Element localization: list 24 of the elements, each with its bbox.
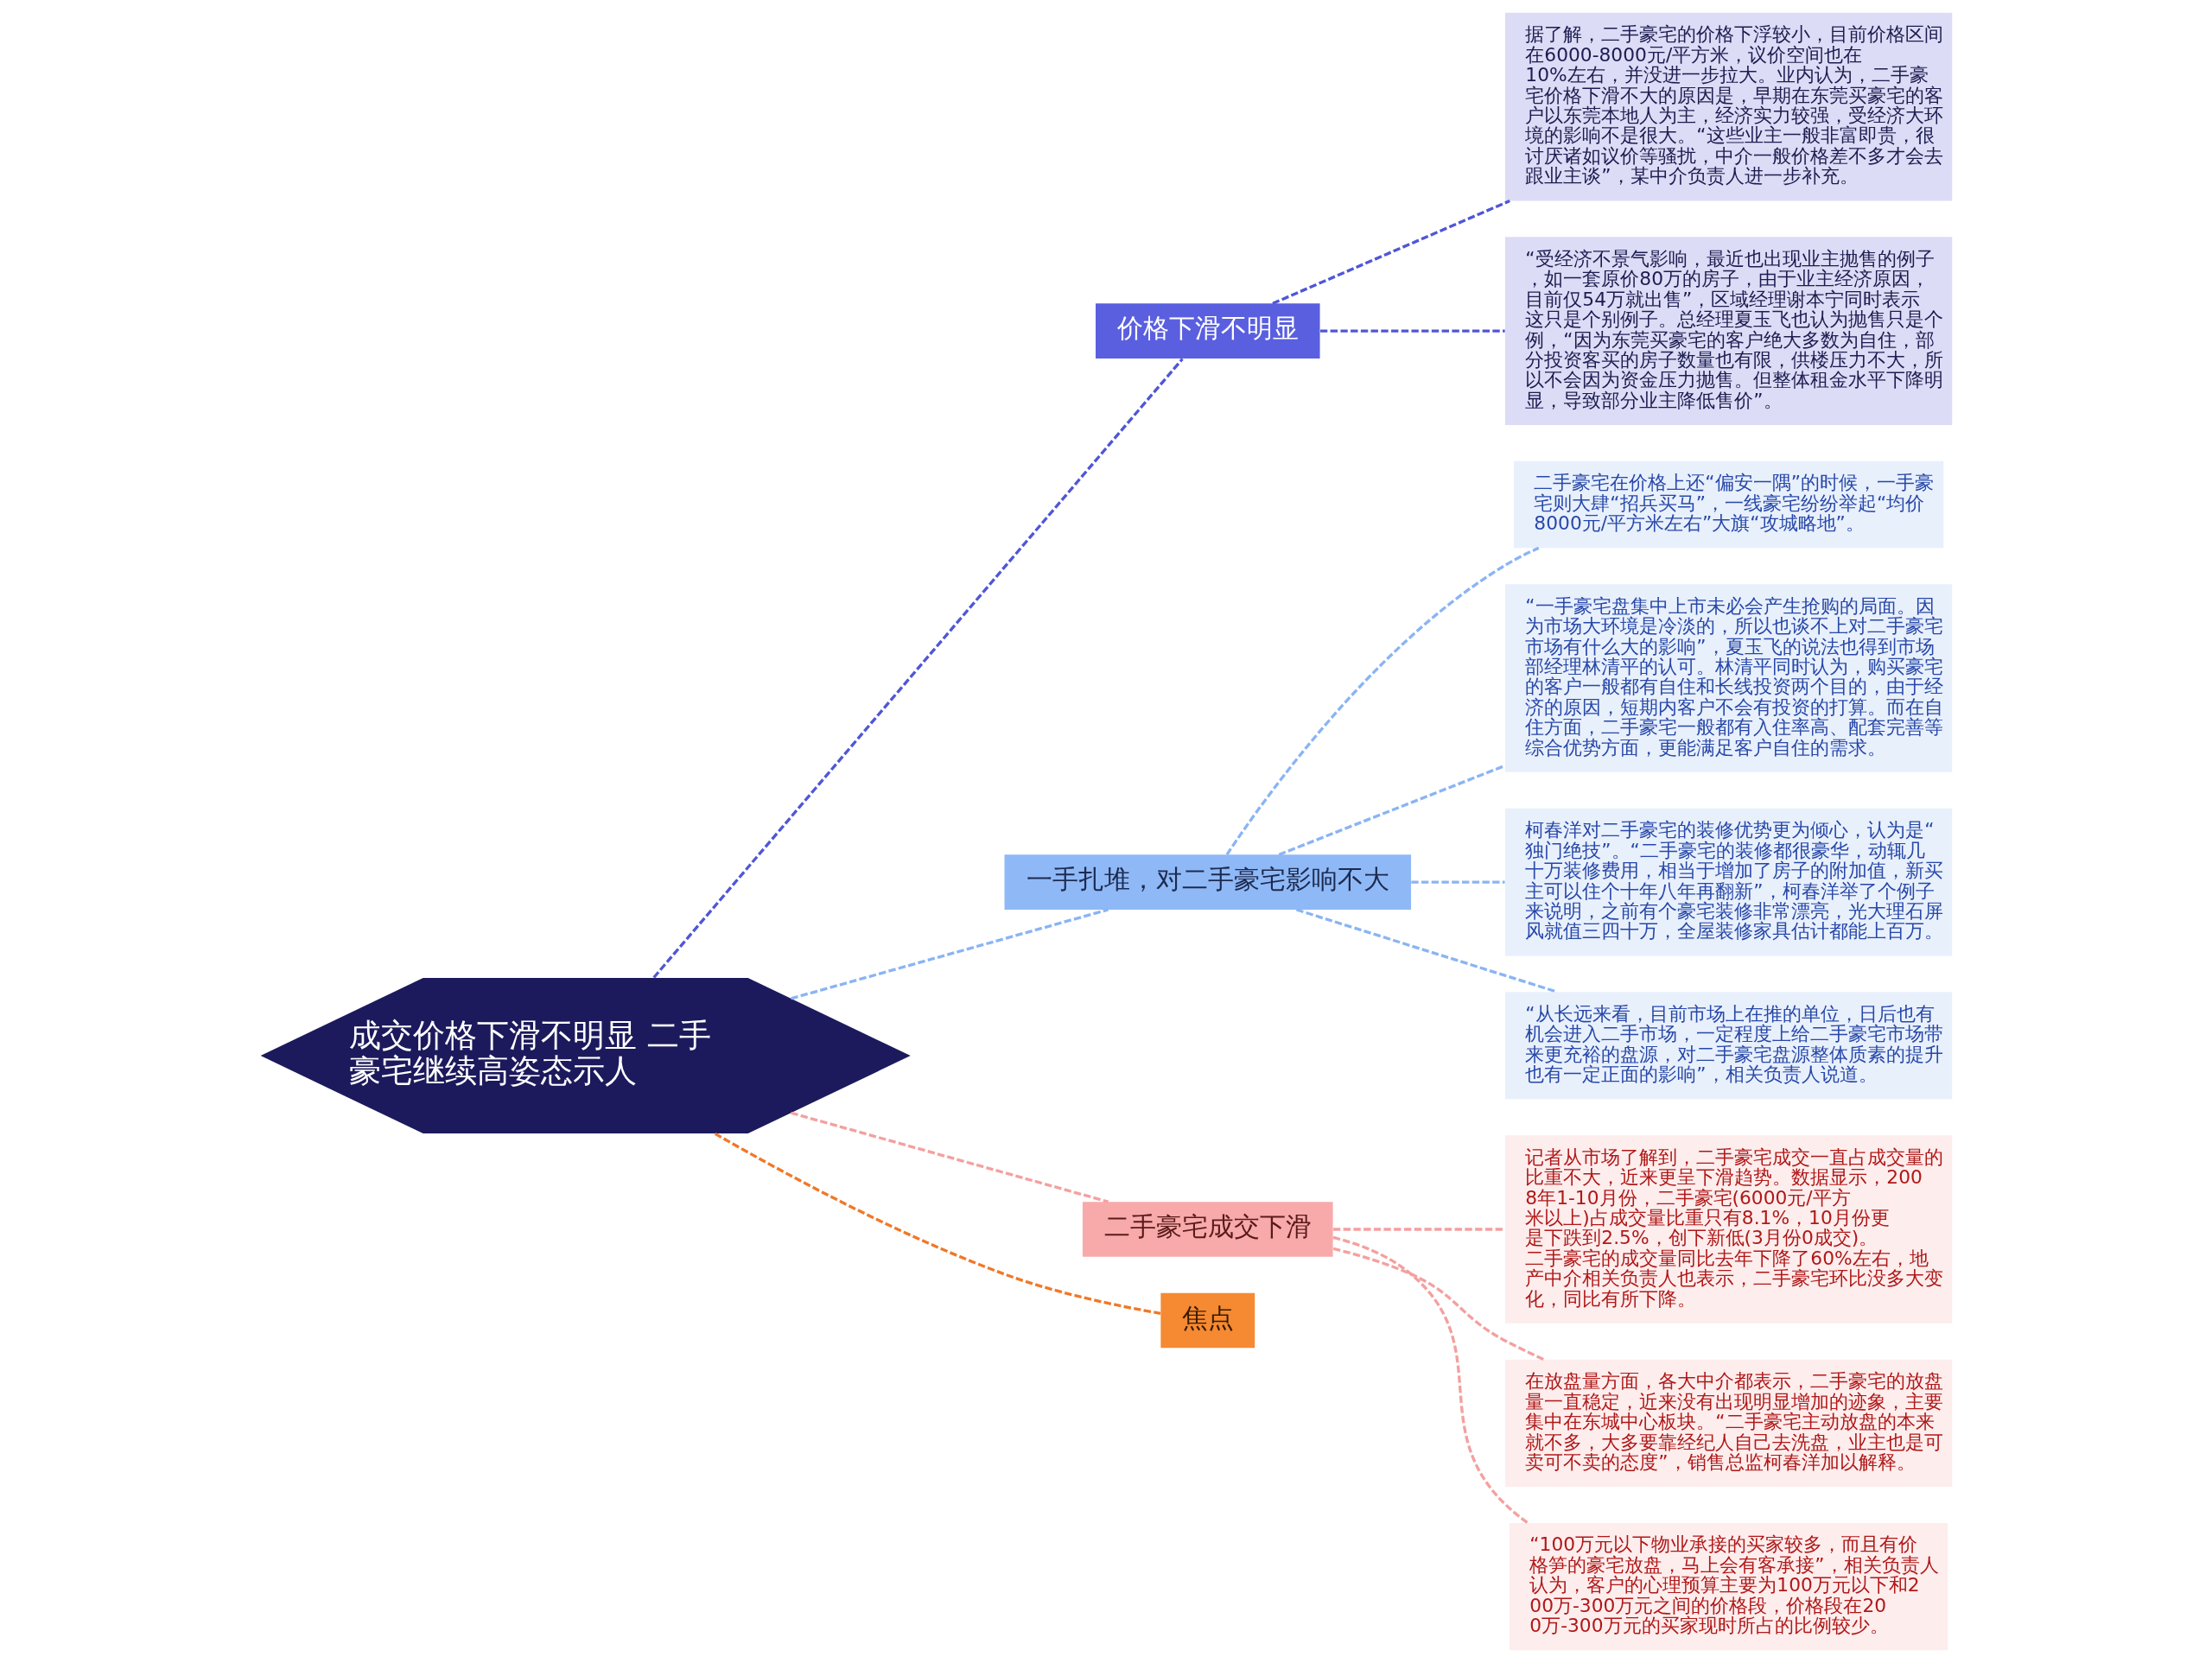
node-box: “受经济不景气影响，最近也出现业主抛售的例子，如一套原价80万的房子，由于业主经济原因，目前仅54万就出售”，区域经理谢本宁同时表示这只是个别例子。总经理夏玉飞也认为抛售只是个例，“因为东莞买豪宅的客户绝大多数为自住，部分投资客买的房子数量也有限，供楼压力不大，所以不会因为资金压力抛售。但整体租金水平下降明显，导致部分业主降低售价”。 <box>1504 237 1952 425</box>
connector <box>1319 329 1505 333</box>
node-box: “从长远来看，目前市场上在推的单位，日后也有机会进入二手市场，一定程度上给二手豪宅市场带来更充裕的盘源，对二手豪宅盘源整体质素的提升也有一定正面的影响”，相关负责人说道。 <box>1504 992 1952 1100</box>
connector <box>714 1132 1160 1315</box>
node-box: 在放盘量方面，各大中介都表示，二手豪宅的放盘量一直稳定，近来没有出现明显增加的迹象，主要集中在东城中心板块。“二手豪宅主动放盘的本来就不多，大多要靠经纪人自己去洗盘，业主也是可卖可不卖的态度”，销售总监柯春洋加以解释。 <box>1504 1359 1952 1488</box>
node-box: 据了解，二手豪宅的价格下浮较小，目前价格区间在6000-8000元/平方米，议价空间也在10%左右，并没进一步拉大。业内认为，二手豪宅价格下滑不大的原因是，早期在东莞买豪宅的客户以东莞本地人为主，经济实力较强，受经济大环境的影响不是很大。“这些业主一般非富即贵，很讨厌诸如议价等骚扰，中介一般价格差不多才会去跟业主谈”，某中介负责人进一步补充。 <box>1504 12 1952 201</box>
node-box: 二手豪宅成交下滑 <box>1082 1202 1333 1257</box>
connector <box>790 908 1109 1000</box>
connector <box>1332 1228 1505 1231</box>
node-box: “100万元以下物业承接的买家较多，而且有价格笋的豪宅放盘，马上会有客承接”，相关负责人认为，客户的心理预算主要为100万元以下和200万-300万元之间的价格段，价格段在200万-300万元的买家现时所占的比例较少。 <box>1509 1522 1948 1651</box>
connector <box>1271 200 1510 305</box>
connector <box>790 1111 1109 1203</box>
connector <box>1278 764 1505 856</box>
node-box: “一手豪宅盘集中上市未必会产生抢购的局面。因为市场大环境是冷淡的，所以也谈不上对二手豪宅市场有什么大的影响”，夏玉飞的说法也得到市场部经理林清平的认可。林清平同时认为，购买豪宅的客户一般都有自住和长线投资两个目的，由于经济的原因，短期内客户不会有投资的打算。而在自住方面，二手豪宅一般都有入住率高、配套完善等综合优势方面，更能满足客户自住的需求。 <box>1504 584 1952 772</box>
connector <box>1225 546 1539 855</box>
node-box: 柯春洋对二手豪宅的装修优势更为倾心，认为是“独门绝技”。“二手豪宅的装修都很豪华，动辄几十万装修费用，相当于增加了房子的附加值，新买主可以住个十年八年再翻新”，柯春洋举了个例子来说明，之前有个豪宅装修非常漂亮，光大理石屏风就值三四十万，全屋装修家具估计都能上百万。 <box>1504 808 1952 956</box>
node-box: 一手扎堆，对二手豪宅影响不大 <box>1004 854 1411 910</box>
connector <box>652 358 1184 979</box>
node-box: 焦点 <box>1160 1292 1255 1349</box>
connector <box>1332 1235 1529 1524</box>
node-box: 价格下滑不明显 <box>1095 303 1320 359</box>
connector <box>1410 880 1505 884</box>
connector <box>1332 1247 1544 1362</box>
node-box: 二手豪宅在价格上还“偏安一隅”的时候，一手豪宅则大肆“招兵买马”，一线豪宅纷纷举起“均价8000元/平方米左右”大旗“攻城略地”。 <box>1513 460 1943 549</box>
